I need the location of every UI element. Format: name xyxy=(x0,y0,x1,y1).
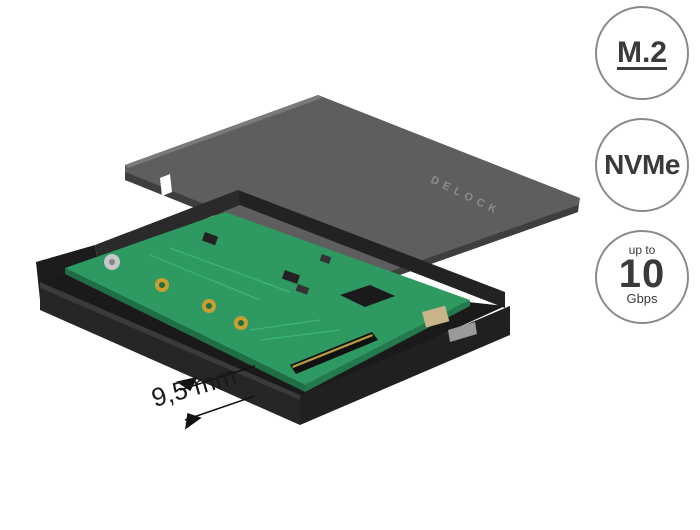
nvme-badge: NVMe xyxy=(595,118,689,212)
enclosure-cover: D E L O C K xyxy=(125,95,580,282)
usb-c-port xyxy=(448,322,477,342)
pcb-board xyxy=(65,212,477,392)
m2-badge: M.2 xyxy=(595,6,689,100)
nvme-badge-text: NVMe xyxy=(604,149,680,180)
speed-prefix: up to xyxy=(628,243,656,257)
controller-chip xyxy=(340,285,395,307)
speed-badge: up to 10 Gbps xyxy=(595,230,689,324)
height-dimension-marker xyxy=(176,365,256,430)
speed-unit: Gbps xyxy=(626,291,658,306)
speed-value: 10 xyxy=(618,252,666,296)
m2-badge-text: M.2 xyxy=(616,36,667,69)
